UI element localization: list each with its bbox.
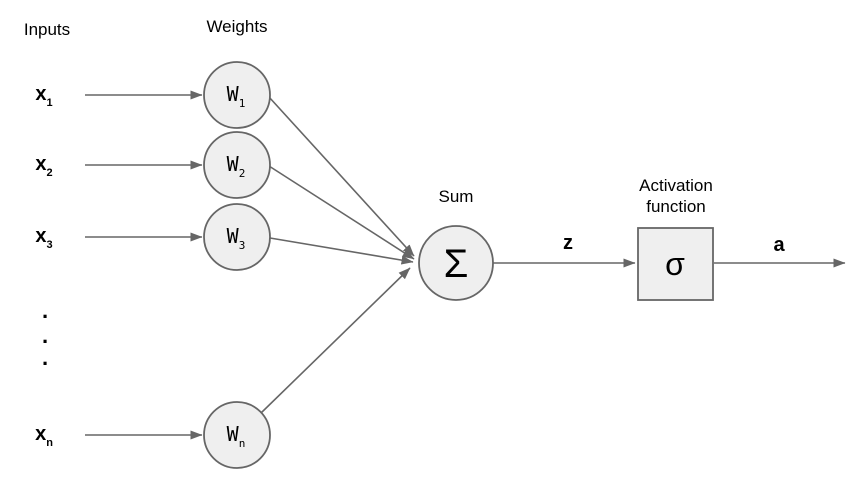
sum-node (418, 225, 494, 301)
weight-label-w1-sub: 1 (239, 97, 246, 110)
input-label-x2: x2 (35, 153, 52, 179)
sum-label: Sum (439, 187, 474, 206)
input-label-x2-base: x (35, 153, 46, 175)
weight-label-w3-sub: 3 (239, 239, 246, 252)
edge-w3-to-sum (269, 237, 414, 265)
weight-label-w3-base: W (227, 224, 240, 248)
ellipsis-dot-3: . (42, 345, 48, 370)
input-label-x1-base: x (35, 83, 46, 105)
inputs-label: Inputs (24, 20, 70, 39)
activation-label-line2: function (646, 197, 706, 216)
ellipsis-dot-2: . (42, 323, 48, 348)
weight-node-w2 (203, 131, 271, 199)
weight-label-wn-sub: n (239, 437, 246, 450)
z-label: z (563, 232, 573, 254)
weight-label-w2-base: W (227, 152, 240, 176)
input-label-x3: x3 (35, 225, 52, 251)
weights-label: Weights (206, 17, 267, 36)
weight-node-w1 (203, 61, 271, 129)
a-label: a (773, 234, 785, 256)
weight-label-w1-base: W (227, 82, 240, 106)
weight-label-w2-sub: 2 (239, 167, 246, 180)
weight-node-w3 (203, 203, 271, 271)
edge-w1-to-sum (268, 96, 415, 257)
weight-label-wn-base: W (227, 422, 240, 446)
input-label-x3-sub: 3 (47, 239, 53, 251)
sum-symbol-sigma: Σ (444, 242, 469, 286)
activation-box (637, 227, 714, 301)
input-label-xn-base: x (35, 423, 46, 445)
ellipsis-dot-1: . (42, 298, 48, 323)
weight-node-wn (203, 401, 271, 469)
input-label-x2-sub: 2 (47, 167, 53, 179)
input-label-xn: xn (35, 423, 53, 449)
weight-label-w1: W1 (227, 82, 246, 110)
weight-label-wn: Wn (227, 422, 246, 450)
input-label-x3-base: x (35, 225, 46, 247)
weight-label-w2: W2 (227, 152, 246, 180)
edge-w2-to-sum (268, 165, 415, 260)
activation-symbol-sigma: σ (665, 246, 685, 282)
input-label-x1: x1 (35, 83, 52, 109)
edge-wn-to-sum (260, 267, 411, 414)
weight-label-w3: W3 (227, 224, 246, 252)
input-label-x1-sub: 1 (47, 97, 53, 109)
input-label-xn-sub: n (46, 437, 53, 449)
activation-label-line1: Activation (639, 176, 713, 195)
